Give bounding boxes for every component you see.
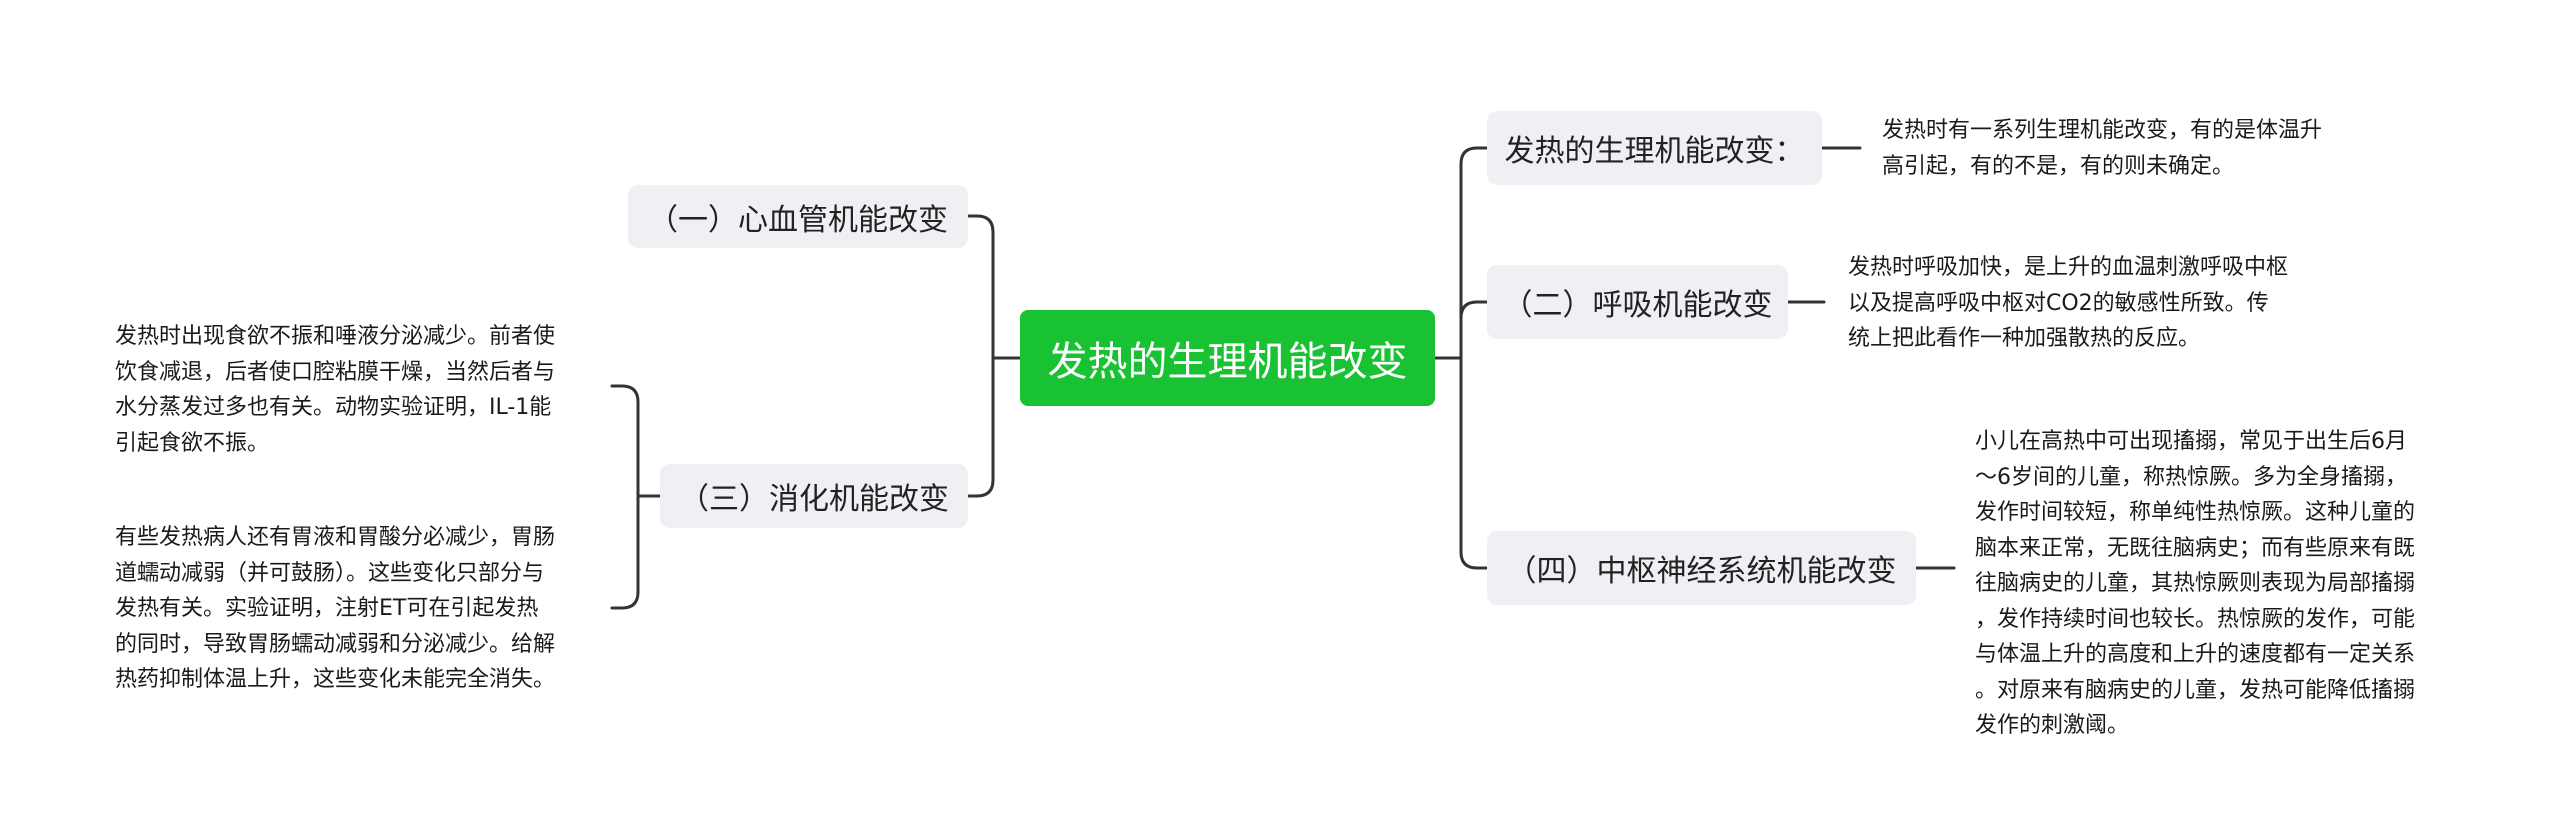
link-to-digest-note-2: [610, 494, 640, 610]
branch-general[interactable]: 发热的生理机能改变：: [1487, 111, 1822, 185]
cns-note: 小儿在高热中可出现搐搦，常见于出生后6月 ～6岁间的儿童，称热惊厥。多为全身搐搦…: [1975, 429, 2416, 738]
branch-digestive[interactable]: （三）消化机能改变: [660, 464, 968, 528]
central-topic[interactable]: 发热的生理机能改变: [1020, 310, 1435, 406]
general-note: 发热时有一系列生理机能改变，有的是体温升 高引起，有的不是，有的则未确定。: [1882, 118, 2323, 179]
link-to-digest-note-1: [610, 384, 640, 498]
central-topic-label: 发热的生理机能改变: [1047, 339, 1408, 385]
respiratory-note: 发热时呼吸加快，是上升的血温刺激呼吸中枢 以及提高呼吸中枢对CO2的敏感性所致。…: [1848, 255, 2289, 351]
branch-respiratory-label: （二）呼吸机能改变: [1502, 288, 1773, 323]
link-to-cns: [1459, 356, 1489, 570]
link-to-respiratory: [1459, 300, 1489, 360]
link-to-general: [1459, 146, 1489, 360]
branch-cns[interactable]: （四）中枢神经系统机能改变: [1487, 531, 1916, 605]
branch-respiratory[interactable]: （二）呼吸机能改变: [1487, 265, 1788, 339]
link-to-cardio: [966, 214, 995, 360]
link-to-digest: [966, 356, 995, 498]
digestive-note-appetite: 发热时出现食欲不振和唾液分泌减少。前者使 饮食减退，后者使口腔粘膜干燥，当然后者…: [115, 324, 556, 456]
branch-cns-label: （四）中枢神经系统机能改变: [1506, 554, 1897, 589]
branch-cardiovascular[interactable]: （一）心血管机能改变: [628, 185, 968, 248]
branch-general-label: 发热的生理机能改变：: [1504, 134, 1805, 169]
digestive-note-gastric: 有些发热病人还有胃液和胃酸分必减少，胃肠 道蠕动减弱（并可鼓肠）。这些变化只部分…: [115, 525, 556, 692]
branch-cardiovascular-label: （一）心血管机能改变: [648, 202, 948, 238]
branch-digestive-label: （三）消化机能改变: [679, 482, 949, 517]
